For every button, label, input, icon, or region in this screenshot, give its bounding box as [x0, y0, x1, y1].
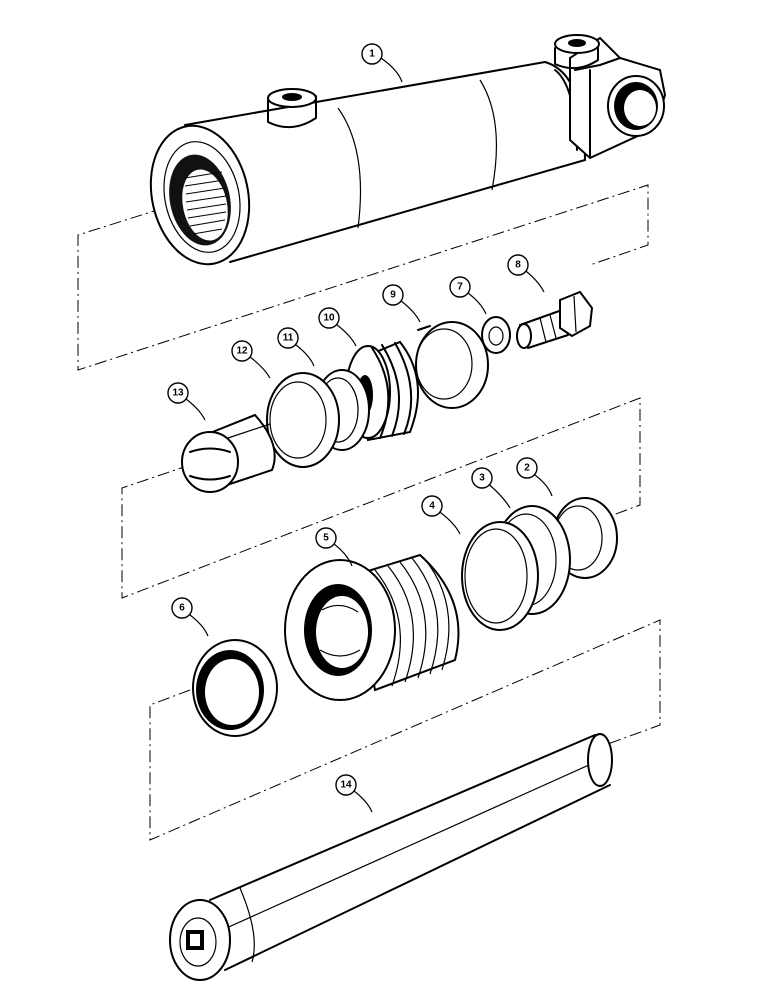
- callout-12-label: 12: [236, 346, 248, 357]
- callout-9-label: 9: [390, 290, 396, 301]
- callout-3-label: 3: [479, 473, 485, 484]
- assembly-guide-lines: [77, 184, 661, 841]
- part-12-ring: [266, 372, 340, 468]
- callout-14: 14: [335, 774, 357, 796]
- callout-11-label: 11: [283, 333, 294, 344]
- callout-6: 6: [171, 597, 193, 619]
- callout-6-label: 6: [179, 603, 185, 614]
- callout-10: 10: [318, 307, 340, 329]
- callout-1-label: 1: [369, 49, 375, 60]
- callout-8: 8: [507, 254, 529, 276]
- callout-13-label: 13: [172, 388, 184, 399]
- callout-7-label: 7: [457, 282, 463, 293]
- callout-2-label: 2: [524, 463, 530, 474]
- part-6-wiper-seal: [192, 639, 278, 737]
- callout-5: 5: [315, 527, 337, 549]
- callout-11: 11: [277, 327, 299, 349]
- callout-4: 4: [421, 495, 443, 517]
- callout-5-label: 5: [323, 533, 329, 544]
- callout-2: 2: [516, 457, 538, 479]
- part-1-cylinder-barrel: [149, 34, 667, 266]
- callout-14-label: 14: [340, 780, 352, 791]
- callout-9: 9: [382, 284, 404, 306]
- callout-1: 1: [361, 43, 383, 65]
- part-9-ring: [415, 321, 489, 409]
- callout-3: 3: [471, 467, 493, 489]
- part-13-bushing: [181, 413, 276, 493]
- callout-10-label: 10: [323, 313, 335, 324]
- callout-8-label: 8: [515, 260, 521, 271]
- part-7-washer: [481, 316, 511, 354]
- callout-13: 13: [167, 382, 189, 404]
- callout-12: 12: [231, 340, 253, 362]
- callout-7: 7: [449, 276, 471, 298]
- part-5-gland: [284, 553, 460, 701]
- callout-4-label: 4: [429, 501, 435, 512]
- part-14-piston-rod: [169, 733, 613, 981]
- part-8-bolt: [516, 290, 594, 349]
- part-4-ring: [461, 521, 539, 631]
